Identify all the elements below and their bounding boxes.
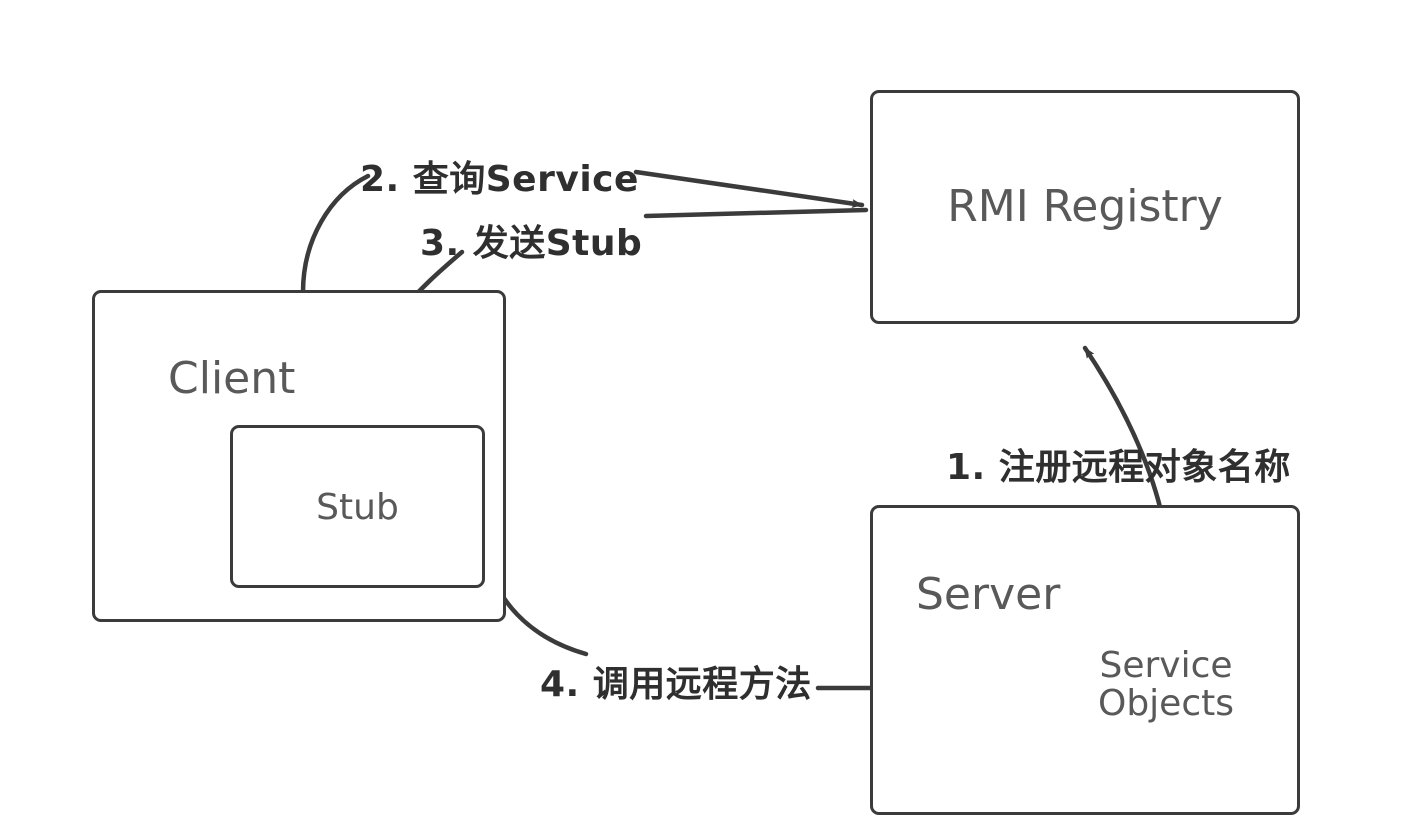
- edge-label-register-remote-object: 1. 注册远程对象名称: [946, 447, 1291, 488]
- edge-label-send-stub: 3. 发送Stub: [420, 223, 643, 264]
- node-service-objects-label-line1: Service: [1099, 645, 1233, 686]
- node-server-label: Server: [916, 569, 1061, 620]
- node-stub-label: Stub: [316, 487, 399, 528]
- node-stub[interactable]: [230, 425, 485, 588]
- edge-3-send-stub-segment: [643, 207, 869, 219]
- node-rmi-registry[interactable]: [870, 90, 1300, 324]
- node-service-objects-label-line2: Objects: [1097, 682, 1234, 724]
- node-client-label: Client: [168, 353, 296, 404]
- edge-2-query-service-arrow: [633, 169, 865, 209]
- edge-2-query-service-curve: [300, 173, 371, 295]
- node-rmi-registry-label: RMI Registry: [947, 181, 1223, 232]
- node-service-objects-label: Service Objects: [1066, 647, 1266, 723]
- edge-label-query-service: 2. 查询Service: [360, 159, 639, 200]
- node-server[interactable]: [870, 505, 1300, 815]
- edge-label-invoke-remote-method: 4. 调用远程方法: [540, 664, 812, 705]
